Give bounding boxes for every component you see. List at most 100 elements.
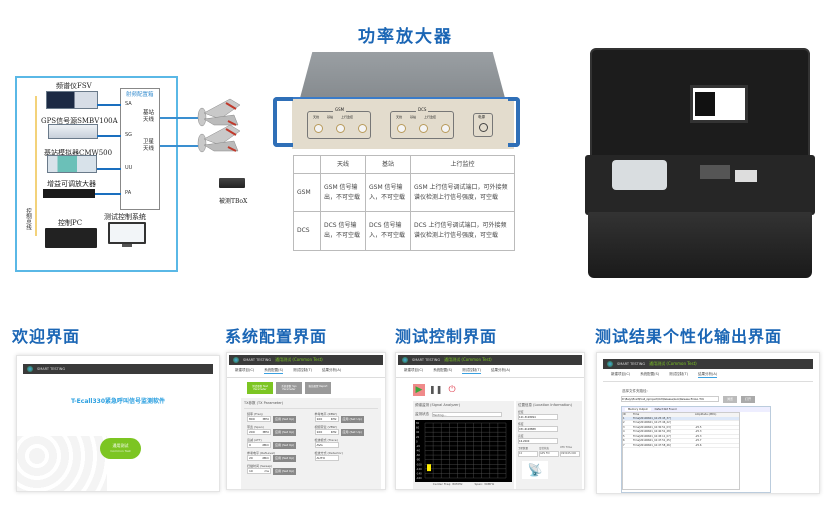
table-cell: 6 (623, 439, 625, 442)
tab[interactable]: 系统配置(S) (264, 368, 284, 374)
tab[interactable]: 系统配置(S) (640, 372, 660, 376)
y-tick-label: -160 (416, 476, 422, 480)
table-header: 基站 (365, 155, 411, 174)
play-button[interactable]: ▶ (413, 384, 425, 396)
tab[interactable]: 结果分析(A) (698, 372, 718, 378)
logo-icon (402, 357, 408, 363)
tab[interactable]: 系统配置(S) (433, 368, 453, 372)
field-value[interactable]: 10 (249, 469, 253, 473)
power-button[interactable]: ⏻ (448, 385, 456, 395)
tab[interactable]: 新建项目(C) (235, 368, 255, 372)
table-cell: Time[20190601_10:25:45_37] (633, 416, 671, 420)
tablet-chart (695, 92, 715, 116)
field-value[interactable]: 200 (249, 430, 255, 434)
y-tick-label: -60 (416, 453, 420, 457)
config-button[interactable]: 报告配置 Report (305, 382, 331, 394)
field-value[interactable]: AUTO (316, 456, 325, 460)
tab[interactable]: 新建项目(C) (404, 368, 424, 372)
set-button[interactable]: 应用 (Set Up) (340, 429, 364, 436)
table-row: DCS DCS 信号输出，不可空载 DCS 信号输入，不可空载 DCS 上行信号… (293, 211, 515, 251)
set-button[interactable]: 应用 (Set Up) (273, 442, 297, 449)
field-value[interactable]: 800 (249, 417, 255, 421)
tbox-image (219, 178, 245, 188)
button-label: 通用测试 (112, 443, 129, 448)
table-cell: GSM 信号输出，不可空载 (320, 173, 366, 212)
subtab[interactable]: Defect Not Found (654, 408, 677, 411)
set-button[interactable]: 应用 (Set Up) (273, 455, 297, 462)
sma-connector-icon (358, 124, 367, 133)
base-station-simulator-image (47, 155, 97, 173)
set-button[interactable]: 应用 (Set Up) (273, 429, 297, 436)
sat-value: 093045.000 (560, 451, 580, 457)
sma-connector-icon (419, 124, 428, 133)
field-value[interactable]: 100 (316, 417, 323, 421)
module-image (735, 170, 757, 182)
table-header: 上行监控 (410, 155, 515, 174)
browse-button[interactable]: 浏览 (723, 396, 737, 403)
field-value[interactable]: 100 (316, 430, 323, 434)
hex-pattern (17, 436, 107, 491)
y-tick-label: 0 (416, 439, 418, 443)
path-input[interactable]: D:\Beiyi\Ecall\Ecall_s\project\Oct\Relea… (621, 396, 719, 402)
mode-label: 通用测试 (Common Test) (275, 357, 323, 362)
port-label: UU (125, 165, 133, 171)
wire (160, 117, 198, 119)
pause-button[interactable]: ❚❚ (429, 385, 441, 394)
antenna-label: 基站天线 (143, 110, 155, 123)
field-value[interactable]: AVG (316, 443, 323, 447)
logo-icon (27, 366, 33, 372)
set-button[interactable]: 应用 (Set Up) (273, 468, 297, 475)
y-tick-label: -40 (416, 449, 420, 453)
device-label: 控制PC (58, 219, 83, 227)
field-value[interactable]: 20 (249, 456, 253, 460)
y-tick-label: 20 (416, 435, 420, 439)
sat-value: GPS FIX (539, 451, 559, 457)
tab[interactable]: 测试控制(T) (669, 372, 689, 376)
tab[interactable]: 结果分析(A) (322, 368, 342, 372)
config-button[interactable]: 系统参数 Sys Parameter (276, 382, 302, 394)
column-header[interactable]: Time (633, 413, 640, 416)
center-freq: Center Freq: 80MHz (432, 482, 463, 486)
port-label: 基站 (327, 115, 334, 119)
tab[interactable]: 测试控制(T) (462, 368, 482, 374)
case-body (588, 212, 812, 278)
set-button[interactable]: 应用 (Set Up) (340, 416, 364, 423)
subtab[interactable]: Memory Output (625, 408, 651, 411)
column-header[interactable]: Amplitude (dBm) (695, 413, 717, 416)
logo-icon (607, 361, 613, 367)
tab[interactable]: 结果分析(A) (491, 368, 511, 372)
column-header[interactable]: ID (623, 413, 626, 416)
set-button[interactable]: 应用 (Set Up) (273, 416, 297, 423)
config-button[interactable]: 测试参数 Test Parameter (247, 382, 273, 394)
field-value[interactable]: 0 (249, 443, 251, 447)
field-unit: KHz (330, 430, 337, 434)
open-button[interactable]: 打开 (741, 396, 755, 403)
monitor-image (108, 222, 146, 244)
table-header-row: ID Time Amplitude (dBm) (623, 413, 739, 417)
field-label: 参考电平 (RefLevel) (247, 451, 276, 455)
port-label: 天线 (396, 115, 403, 119)
power-switch[interactable] (473, 113, 493, 137)
handle-right (508, 97, 520, 147)
field-unit: MHz (262, 417, 269, 421)
signal-generator-image (48, 124, 98, 139)
port-label: 上行监控 (341, 115, 354, 119)
tab[interactable]: 新建项目(C) (611, 372, 631, 376)
table-cell: DCS 上行信号调试端口，可外接频谱仪检测上行信号强度，可空载 (410, 211, 515, 251)
table-header: 天线 (320, 155, 366, 174)
panel-title: 位置信息 (Location Information) (518, 403, 573, 407)
power-label: 电源 (478, 115, 485, 119)
tab[interactable]: 测试控制(T) (293, 368, 313, 372)
